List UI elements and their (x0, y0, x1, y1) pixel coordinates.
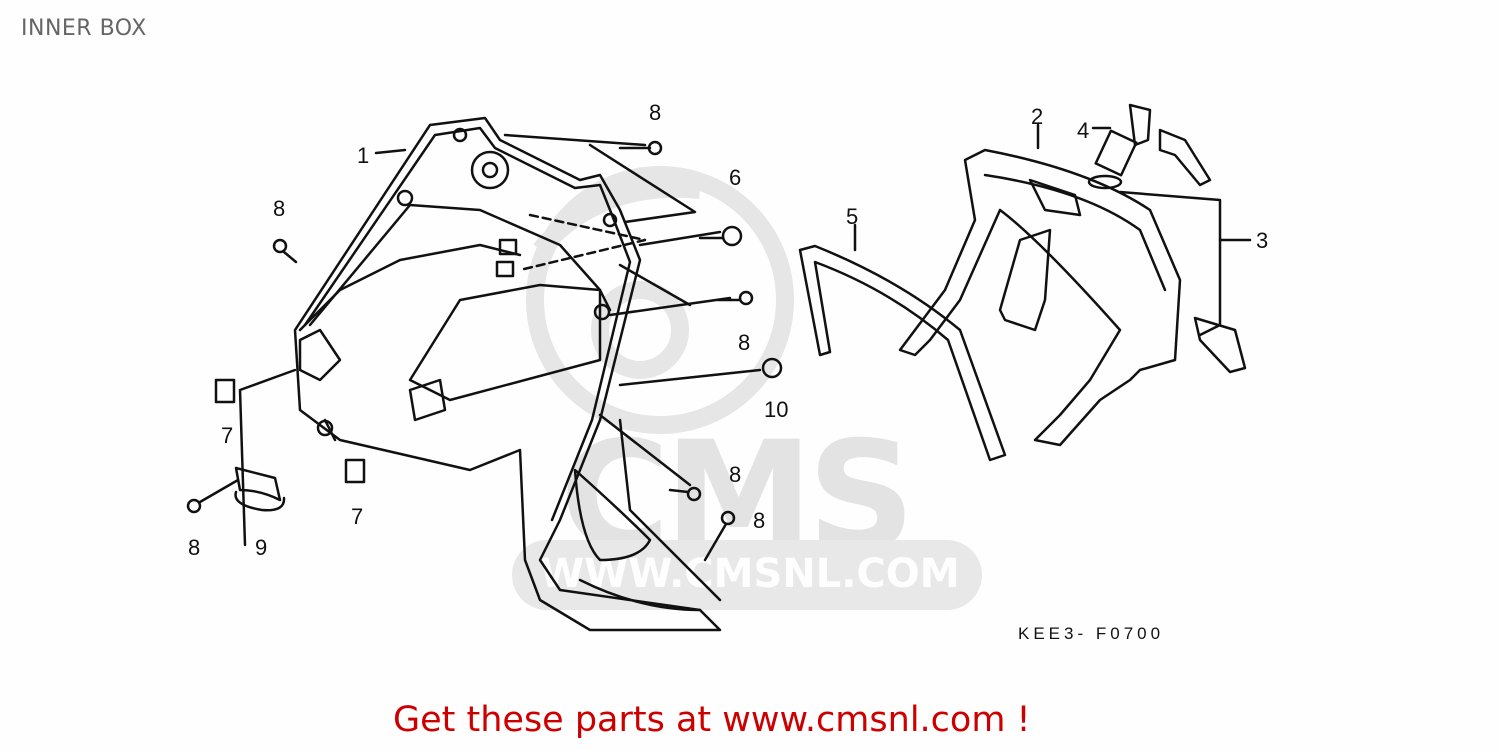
callout-part-7-b: 7 (351, 504, 364, 529)
part-2-lid (898, 148, 1182, 447)
callout-part-2: 2 (1031, 104, 1044, 129)
diagram-code: KEE3- F0700 (1018, 624, 1165, 643)
callout-part-9: 9 (255, 535, 268, 560)
part-5-seal (798, 244, 1007, 462)
callout-part-8-b: 8 (273, 196, 286, 221)
callout-part-3: 3 (1256, 228, 1269, 253)
callout-part-1: 1 (357, 143, 370, 168)
callout-part-10: 10 (764, 397, 789, 422)
callout-part-8-c: 8 (738, 330, 751, 355)
watermark-url-pill (512, 540, 982, 610)
callout-part-7-a: 7 (221, 423, 234, 448)
part-4-lock (1087, 103, 1212, 190)
callout-part-8-d: 8 (729, 462, 742, 487)
callout-part-8-a: 8 (649, 100, 662, 125)
callout-part-5: 5 (846, 204, 859, 229)
part-1-inner-box (293, 116, 722, 632)
diagram-title: INNER BOX (21, 16, 147, 41)
callout-part-8-e: 8 (753, 508, 766, 533)
callout-part-8-f: 8 (188, 535, 201, 560)
callout-part-4: 4 (1077, 118, 1090, 143)
cta-banner[interactable]: Get these parts at www.cmsnl.com ! (393, 700, 1031, 740)
callout-part-6: 6 (729, 165, 742, 190)
cta-link[interactable]: Get these parts at www.cmsnl.com ! (393, 700, 1031, 740)
hardware-parts (186, 140, 783, 562)
